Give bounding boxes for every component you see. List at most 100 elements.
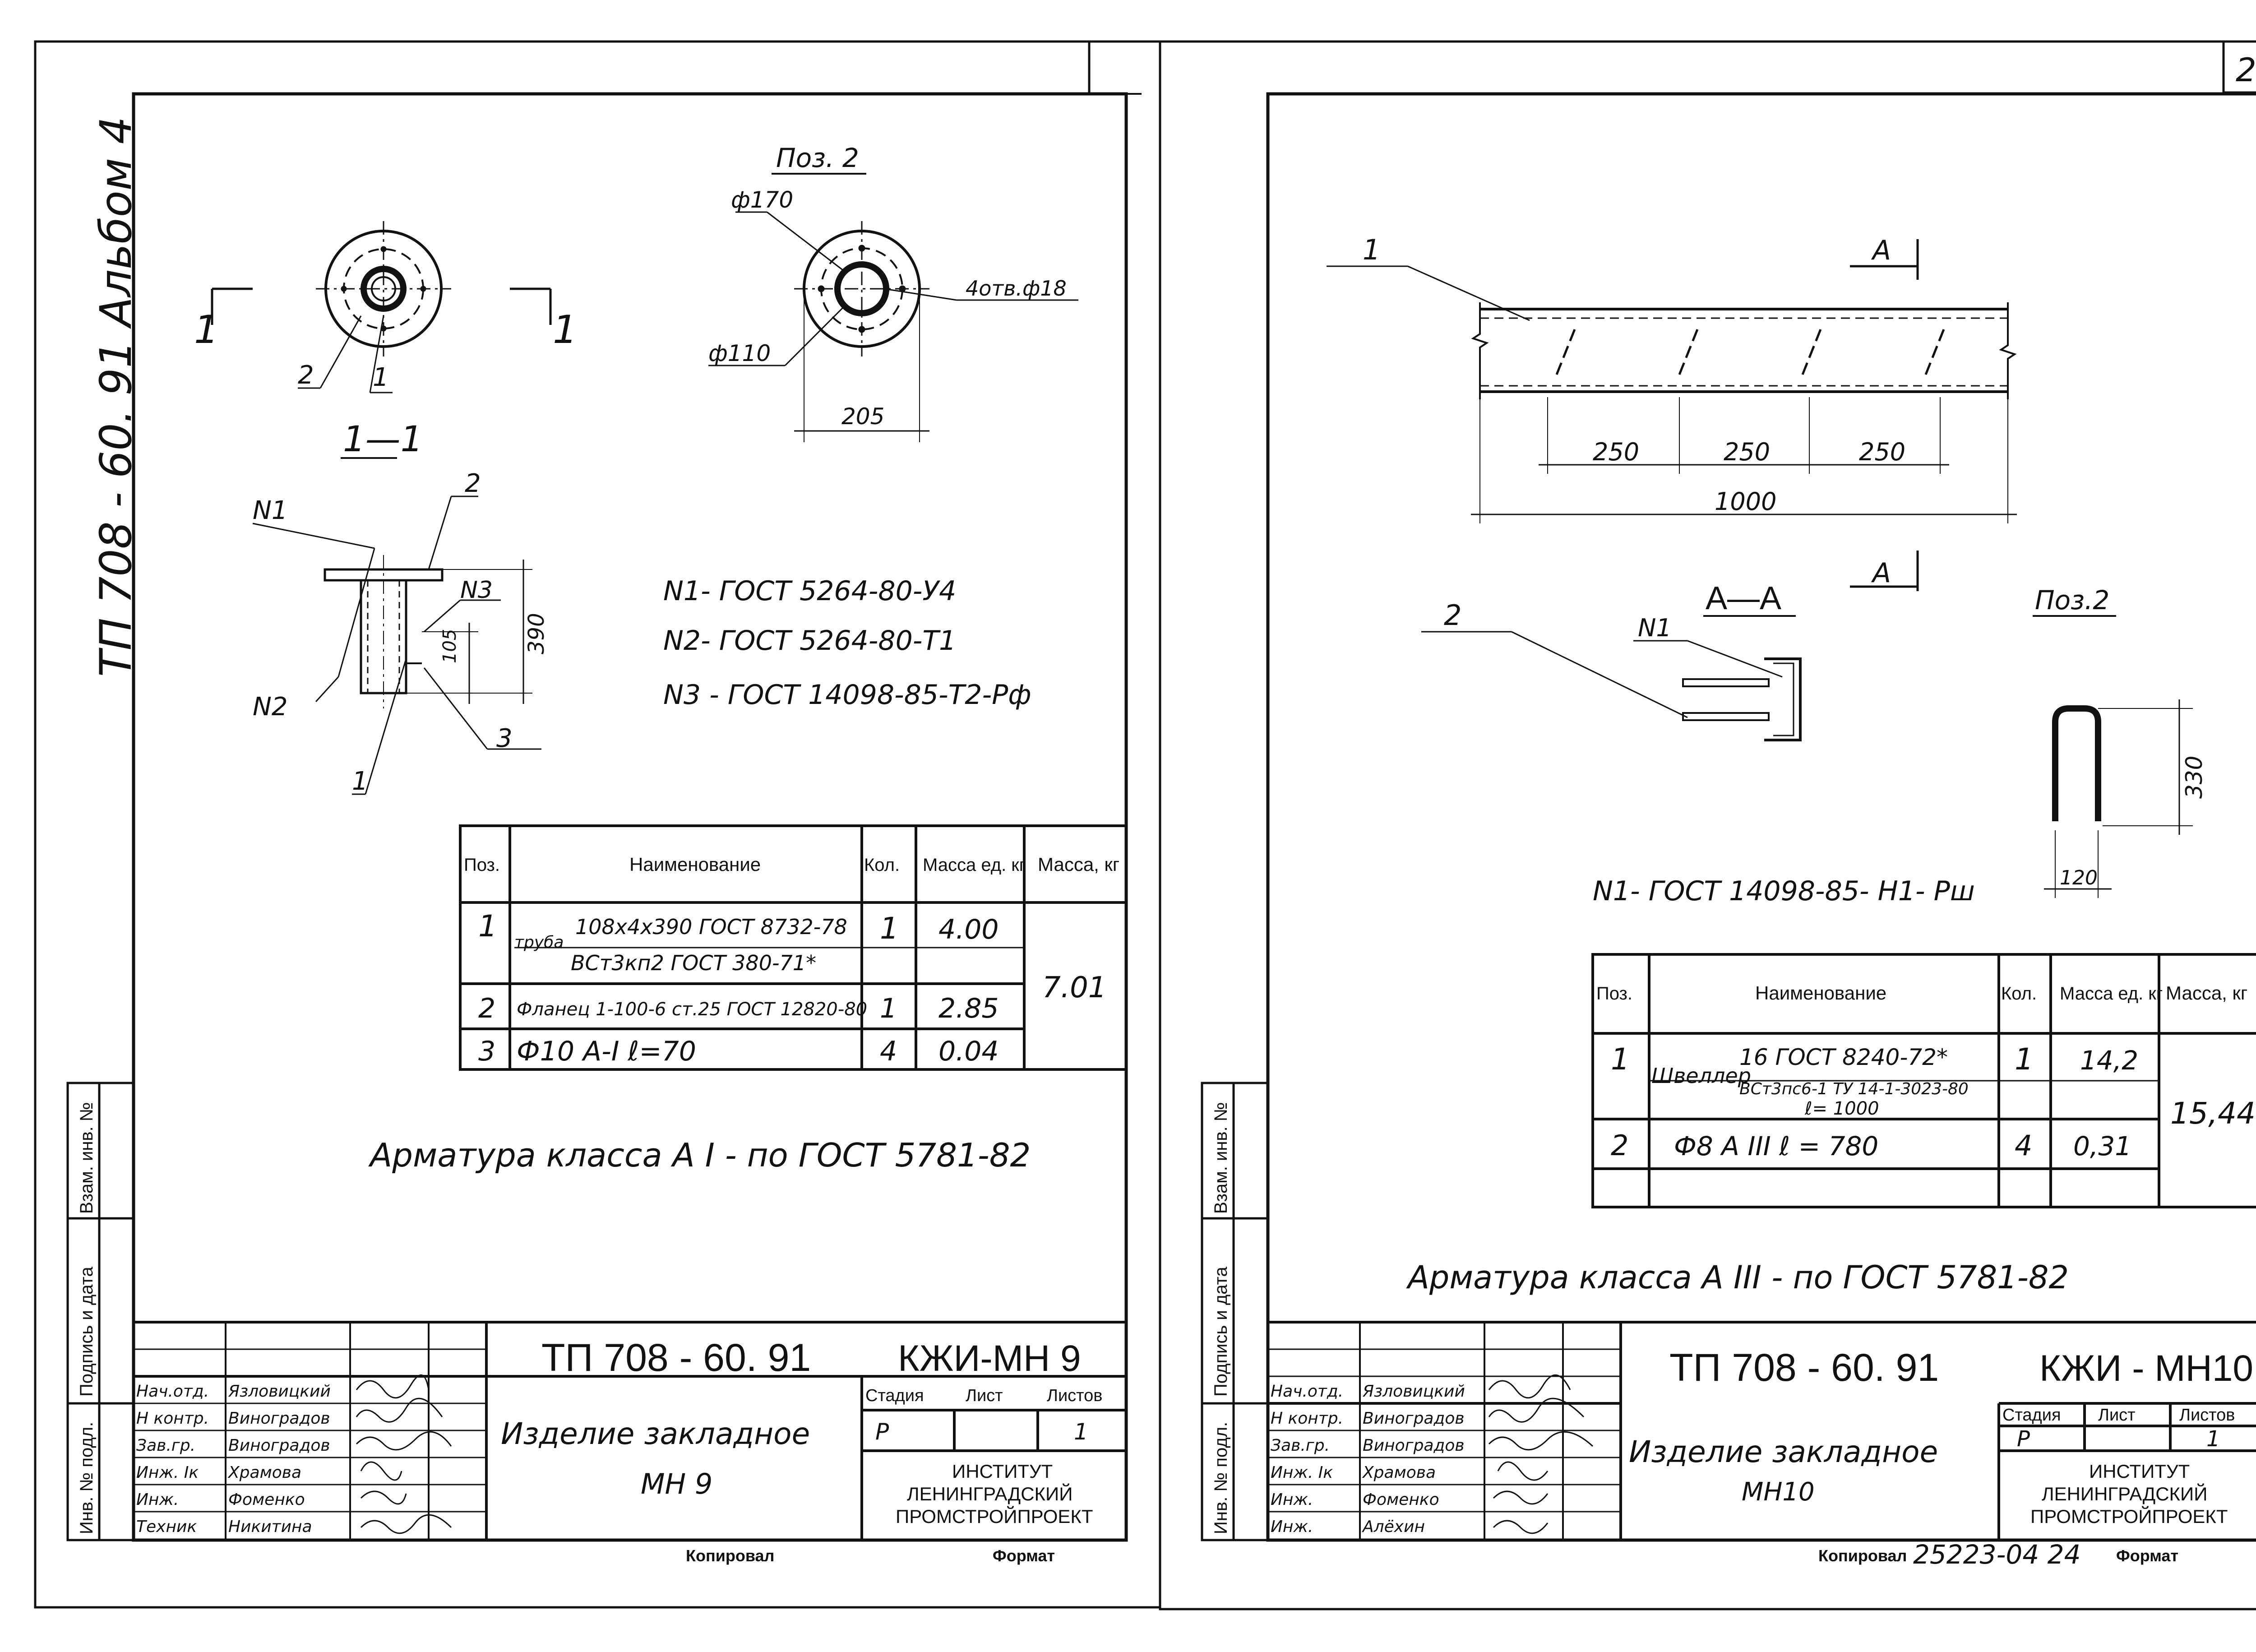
left-th-qty: Кол. bbox=[864, 855, 900, 875]
left-th-mass: Масса, кг bbox=[1038, 854, 1119, 875]
left-name-0: Язловицкий bbox=[228, 1382, 331, 1401]
callout-3-section: 3 bbox=[496, 724, 513, 753]
weld-n1-left: N1 bbox=[253, 496, 288, 525]
side-label-replace: Взам. инв. № bbox=[77, 1102, 97, 1214]
dim-1000: 1000 bbox=[1715, 487, 1776, 516]
section-1-1-view bbox=[252, 495, 541, 795]
left-th-name: Наименование bbox=[629, 854, 761, 875]
right-org-1: ИНСТИТУТ bbox=[2089, 1461, 2190, 1482]
right-name-2: Виноградов bbox=[1363, 1436, 1465, 1455]
right-side-label-replace: Взам. инв. № bbox=[1211, 1102, 1231, 1214]
weld-note-n2: N2- ГОСТ 5264-80-Т1 bbox=[663, 625, 956, 657]
right-signatures bbox=[1488, 1374, 1594, 1534]
dim-holes: 4отв.ф18 bbox=[966, 276, 1067, 301]
pos2-bar-view bbox=[2044, 699, 2193, 898]
left-role-0: Нач.отд. bbox=[136, 1382, 209, 1401]
left-signatures bbox=[356, 1374, 452, 1534]
right-name-0: Язловицкий bbox=[1362, 1382, 1465, 1401]
left-row2-pos: 2 bbox=[478, 993, 495, 1024]
dim-d110: ф110 bbox=[708, 340, 771, 366]
right-role-3: Инж. Iк bbox=[1271, 1463, 1333, 1482]
section-mark-a-bottom: А bbox=[1871, 557, 1891, 589]
left-row1-unit-mass: 4.00 bbox=[938, 914, 999, 945]
left-stage: Р bbox=[875, 1419, 889, 1445]
right-total-mass: 15,44 bbox=[2170, 1096, 2256, 1131]
right-doc-code: ТП 708 - 60. 91 bbox=[1669, 1346, 1939, 1389]
left-row1-qty: 1 bbox=[880, 911, 899, 946]
left-title-block bbox=[132, 1321, 1128, 1541]
right-weld-note: N1- ГОСТ 14098-85- Н1- Рш bbox=[1593, 875, 1975, 907]
right-row1-name-top: 16 ГОСТ 8240-72* bbox=[1739, 1044, 1948, 1070]
right-name-1: Виноградов bbox=[1363, 1409, 1465, 1428]
left-row3-unit-mass: 0.04 bbox=[938, 1036, 999, 1067]
right-th-name: Наименование bbox=[1755, 982, 1886, 1004]
left-doc-code: ТП 708 - 60. 91 bbox=[541, 1336, 811, 1379]
callout-1-plan: 1 bbox=[373, 363, 389, 392]
pos2-title-left: Поз. 2 bbox=[776, 143, 859, 173]
right-org-3: ПРОМСТРОЙПРОЕКТ bbox=[2030, 1505, 2228, 1527]
right-mark: КЖИ - МН10 bbox=[2039, 1348, 2253, 1389]
album-note: ТП 708 - 60. 91 Альбом 4 bbox=[91, 116, 141, 677]
left-name-4: Фоменко bbox=[228, 1490, 305, 1509]
right-th-mass: Масса, кг bbox=[2166, 982, 2247, 1004]
right-row2-name: Ф8 А III ℓ = 780 bbox=[1674, 1131, 1878, 1161]
left-name-1: Виноградов bbox=[228, 1409, 330, 1428]
left-role-5: Техник bbox=[136, 1518, 197, 1536]
right-role-5: Инж. bbox=[1271, 1518, 1313, 1536]
right-row1-unit-mass: 14,2 bbox=[2080, 1045, 2138, 1076]
callout-1-right: 1 bbox=[1363, 233, 1380, 266]
right-row1-name-bottom: ВСт3пс6-1 ТУ 14-1-3023-80 bbox=[1739, 1080, 1969, 1098]
right-name-4: Фоменко bbox=[1363, 1490, 1439, 1509]
left-product: Изделие закладное bbox=[501, 1416, 810, 1451]
dim-d170: ф170 bbox=[731, 187, 793, 213]
left-armature-note: Арматура класса А I - по ГОСТ 5781-82 bbox=[368, 1136, 1031, 1174]
right-th-pos: Поз. bbox=[1596, 984, 1632, 1004]
left-row1-prefix: труба bbox=[514, 933, 564, 952]
left-role-2: Зав.гр. bbox=[136, 1436, 195, 1455]
right-footer-format: Формат bbox=[2116, 1546, 2178, 1565]
left-sheet: ТП 708 - 60. 91 Альбом 4 Взам. инв. № По… bbox=[66, 92, 1142, 1565]
left-row2-qty: 1 bbox=[880, 993, 897, 1024]
weld-note-n3: N3 - ГОСТ 14098-85-Т2-Рф bbox=[663, 679, 1031, 711]
left-spec-table bbox=[459, 824, 1128, 1071]
weld-note-n1: N1- ГОСТ 5264-80-У4 bbox=[663, 575, 956, 607]
right-side-label-signature: Подпись и дата bbox=[1211, 1267, 1231, 1397]
weld-n2-left: N2 bbox=[253, 692, 288, 722]
left-row1-name-bottom: ВСт3кп2 ГОСТ 380-71* bbox=[571, 951, 816, 975]
section-a-a-title: А—А bbox=[1706, 580, 1781, 616]
left-org-3: ПРОМСТРОЙПРОЕКТ bbox=[896, 1505, 1093, 1527]
side-label-inventory: Инв. № подл. bbox=[77, 1422, 97, 1534]
weld-n3-left: N3 bbox=[460, 577, 493, 604]
right-sheets-header: Листов bbox=[2179, 1406, 2235, 1425]
section-mark-a-top: А bbox=[1871, 235, 1891, 266]
left-row3-name: Ф10 A-I ℓ=70 bbox=[517, 1036, 696, 1067]
callout-1-section: 1 bbox=[352, 767, 368, 796]
right-side-label-inventory: Инв. № подл. bbox=[1211, 1422, 1231, 1534]
left-side-stamp bbox=[66, 1082, 135, 1541]
left-sheets: 1 bbox=[1074, 1419, 1088, 1445]
section-a-a-view bbox=[1421, 631, 1802, 741]
dim-330: 330 bbox=[2181, 756, 2207, 799]
page-number: 23 bbox=[2236, 51, 2256, 89]
left-row2-unit-mass: 2.85 bbox=[938, 993, 999, 1024]
right-role-2: Зав.гр. bbox=[1271, 1436, 1330, 1455]
left-row1-pos: 1 bbox=[478, 909, 497, 944]
left-role-3: Инж. Iк bbox=[136, 1463, 199, 1482]
right-product-mark: МН10 bbox=[1742, 1477, 1815, 1507]
right-row1-pos: 1 bbox=[1611, 1042, 1630, 1077]
right-name-3: Храмова bbox=[1362, 1463, 1436, 1482]
left-footer-format: Формат bbox=[993, 1546, 1055, 1565]
left-org-1: ИНСТИТУТ bbox=[952, 1461, 1053, 1482]
left-row1-name-top: 108х4х390 ГОСТ 8732-78 bbox=[575, 915, 847, 939]
right-stage: Р bbox=[2017, 1426, 2030, 1452]
callout-2-right: 2 bbox=[1444, 599, 1461, 632]
right-name-5: Алёхин bbox=[1362, 1518, 1425, 1536]
right-row2-unit-mass: 0,31 bbox=[2073, 1131, 2131, 1161]
right-row2-pos: 2 bbox=[1611, 1129, 1628, 1162]
left-footer-copied: Копировал bbox=[686, 1546, 774, 1565]
right-title-block bbox=[1267, 1321, 2256, 1541]
callout-2-section: 2 bbox=[465, 469, 481, 498]
right-footer-copied: Копировал bbox=[1818, 1546, 1907, 1565]
left-name-3: Храмова bbox=[227, 1463, 301, 1482]
